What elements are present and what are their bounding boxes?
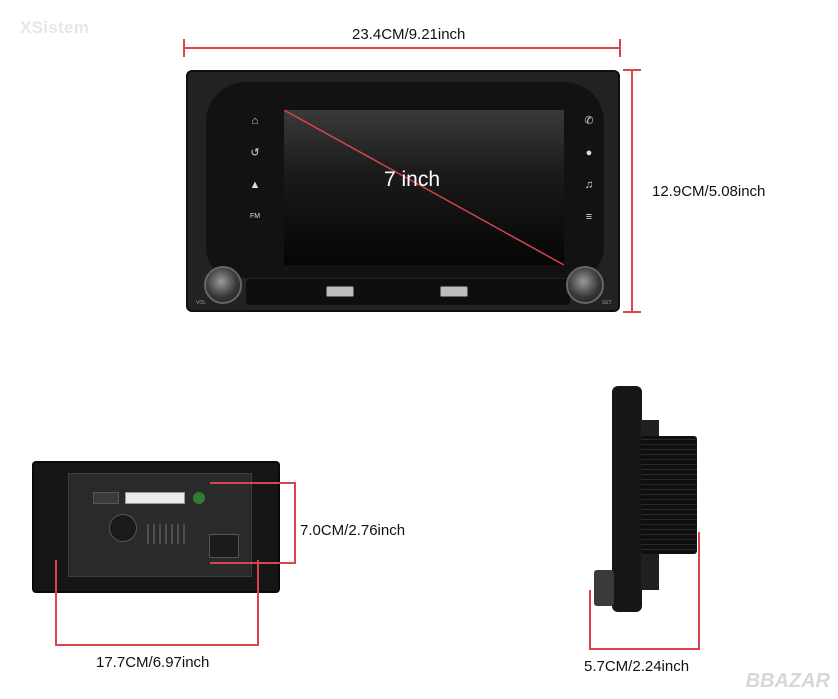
- back-width-cap-right: [257, 560, 259, 646]
- set-label: SET: [602, 300, 612, 306]
- side-depth-label: 5.7CM/2.24inch: [584, 658, 690, 675]
- harness-connector: [125, 492, 185, 504]
- side-heatsink: [641, 436, 697, 554]
- back-width-line: [55, 644, 259, 646]
- fin: [165, 524, 167, 544]
- front-unit: 7 inch ⌂ ↺ ▲ FM ✆ ● ♫ ≡ VOL SET: [186, 70, 620, 312]
- back-width-cap-left: [55, 560, 57, 646]
- antenna-connector: [193, 492, 205, 504]
- front-bezel: 7 inch ⌂ ↺ ▲ FM ✆ ● ♫ ≡: [206, 82, 604, 278]
- front-port-strip: [246, 279, 570, 305]
- side-depth-cap-right: [698, 532, 700, 650]
- back-height-line: [294, 482, 296, 564]
- home-icon[interactable]: ⌂: [251, 115, 259, 127]
- display-screen: 7 inch: [284, 110, 564, 265]
- screen-diagonal: [284, 110, 564, 265]
- usb-port-left[interactable]: [326, 286, 354, 297]
- vol-label: VOL: [196, 300, 207, 306]
- front-height-label: 12.9CM/5.08inch: [652, 183, 766, 200]
- watermark-top: XSistem: [20, 18, 90, 37]
- music-icon[interactable]: ♫: [584, 179, 594, 191]
- back-width-label: 17.7CM/6.97inch: [96, 654, 210, 671]
- front-width-cap-left: [183, 39, 185, 57]
- fin: [147, 524, 149, 544]
- volume-knob[interactable]: [204, 266, 242, 304]
- back-module: [209, 534, 239, 558]
- equalizer-icon[interactable]: ≡: [585, 211, 593, 223]
- cooling-fan: [109, 514, 137, 542]
- aux-connector: [93, 492, 119, 504]
- back-icon[interactable]: ↺: [250, 147, 260, 159]
- set-knob[interactable]: [566, 266, 604, 304]
- side-knob: [594, 570, 614, 606]
- front-width-line: [184, 47, 620, 49]
- side-depth-line: [589, 648, 700, 650]
- front-height-cap-bottom: [623, 311, 641, 313]
- fin: [153, 524, 155, 544]
- watermark-bottom: BBAZAR: [745, 670, 830, 692]
- front-width-label: 23.4CM/9.21inch: [352, 26, 466, 43]
- front-height-cap-top: [623, 69, 641, 71]
- back-height-label: 7.0CM/2.76inch: [300, 522, 406, 539]
- front-width-cap-right: [619, 39, 621, 57]
- usb-port-right[interactable]: [440, 286, 468, 297]
- fin: [177, 524, 179, 544]
- navigation-icon[interactable]: ▲: [249, 179, 261, 191]
- fm-radio-button[interactable]: FM: [249, 213, 261, 220]
- back-height-cap-bottom: [210, 562, 296, 564]
- fin: [171, 524, 173, 544]
- fin: [159, 524, 161, 544]
- side-front-face: [612, 386, 642, 612]
- front-height-line: [631, 70, 633, 312]
- play-icon[interactable]: ●: [585, 147, 593, 159]
- back-panel: [68, 473, 252, 577]
- screen-size-label: 7 inch: [384, 168, 441, 191]
- side-depth-cap-left: [589, 590, 591, 650]
- fin: [183, 524, 185, 544]
- back-height-cap-top: [210, 482, 296, 484]
- back-unit: [32, 461, 280, 593]
- phone-icon[interactable]: ✆: [584, 115, 594, 127]
